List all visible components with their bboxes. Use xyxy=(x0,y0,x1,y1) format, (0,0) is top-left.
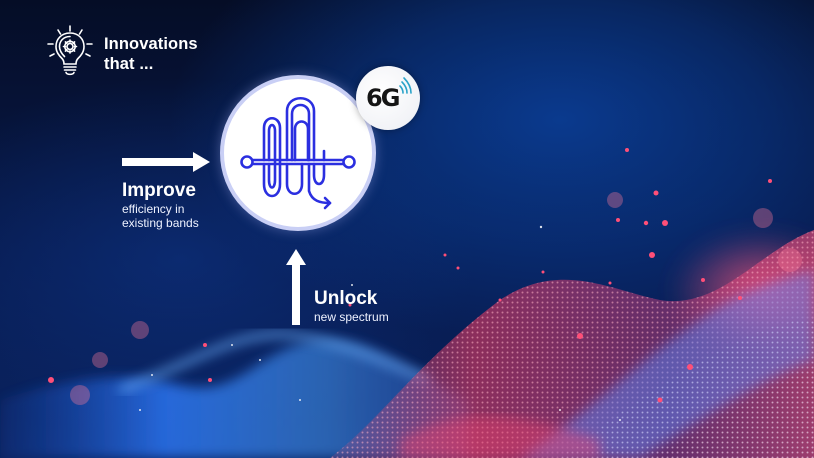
arrow-up-icon xyxy=(286,249,306,325)
header-line-1: Innovations xyxy=(104,35,198,53)
header-line-2: that ... xyxy=(104,55,154,73)
6g-badge: 6G xyxy=(356,66,420,130)
spectrum-icon-circle xyxy=(220,75,376,231)
unlock-title: Unlock xyxy=(314,288,378,309)
improve-title: Improve xyxy=(122,180,196,201)
unlock-block: Unlock new spectrum xyxy=(314,288,389,324)
improve-subtitle-line-1: efficiency in xyxy=(122,202,185,216)
improve-block: Improve efficiency in existing bands xyxy=(122,180,199,230)
lightbulb-gear-icon xyxy=(47,25,93,76)
signal-waves-icon xyxy=(399,77,412,94)
header-title: Innovations that ... xyxy=(104,34,198,74)
spectrum-weave-icon xyxy=(240,96,356,210)
unlock-subtitle: new spectrum xyxy=(314,310,389,324)
6g-label: 6G xyxy=(366,84,400,112)
arrow-right-icon xyxy=(122,152,210,172)
improve-subtitle-line-2: existing bands xyxy=(122,216,199,230)
header: Innovations that ... xyxy=(44,24,198,78)
